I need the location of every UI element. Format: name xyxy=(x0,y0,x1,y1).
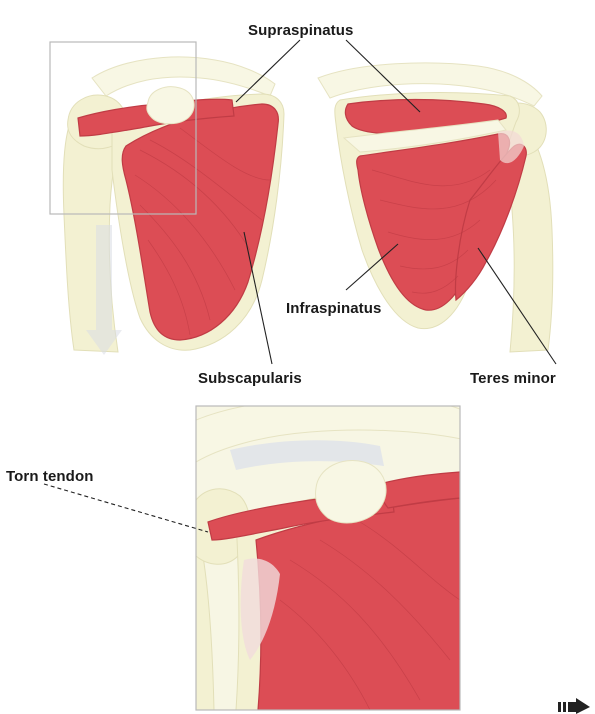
arrow-right-icon[interactable] xyxy=(558,698,590,714)
teres-minor-label: Teres minor xyxy=(470,370,556,387)
infraspinatus-label: Infraspinatus xyxy=(286,300,381,317)
zoom-subscapularis-muscle xyxy=(256,498,460,710)
torn-tendon-label: Torn tendon xyxy=(6,468,93,485)
torn-tendon-leader xyxy=(44,484,208,532)
supraspinatus-label: Supraspinatus xyxy=(248,22,354,39)
subscapularis-label: Subscapularis xyxy=(198,370,302,387)
anterior-coracoid xyxy=(147,87,194,124)
zoomed-view xyxy=(196,397,470,710)
zoom-coracoid xyxy=(316,460,387,523)
